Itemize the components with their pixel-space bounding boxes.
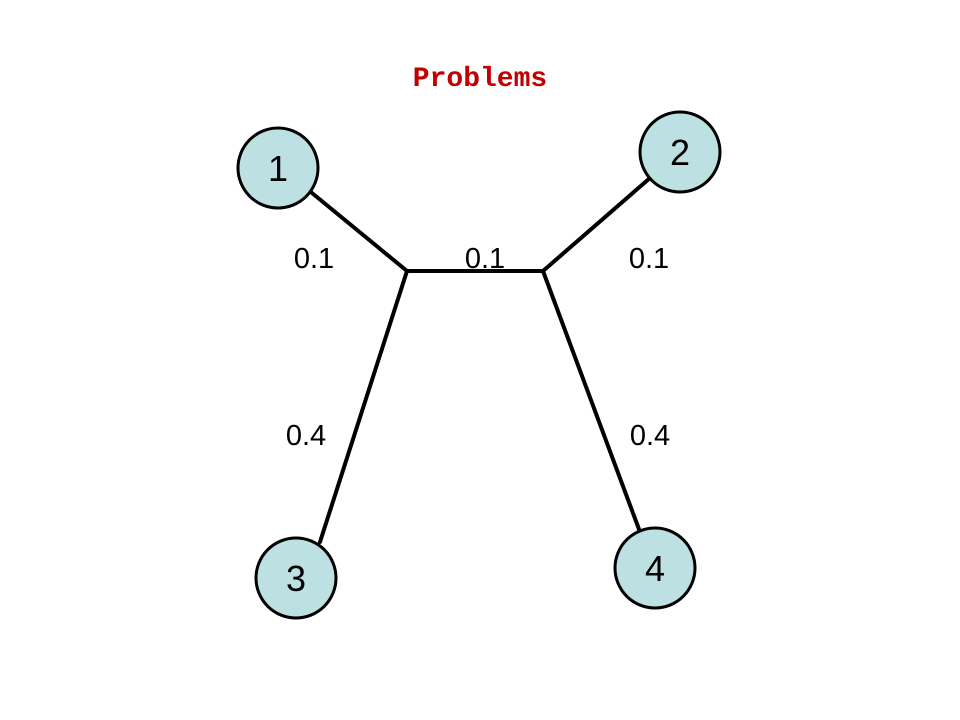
edge-label-b-4: 0.4 xyxy=(630,420,670,452)
node-3: 3 xyxy=(254,536,338,620)
edge-b-4 xyxy=(541,269,642,534)
node-4: 4 xyxy=(613,526,697,610)
nodes: 1 2 3 4 xyxy=(236,110,722,620)
edge-2-b xyxy=(541,176,652,273)
edge-1-a xyxy=(310,191,409,273)
node-label: 2 xyxy=(670,132,690,173)
page-title: Problems xyxy=(413,64,547,95)
node-label: 4 xyxy=(645,548,665,589)
edge-label-a-3: 0.4 xyxy=(286,420,326,452)
node-circle xyxy=(236,126,320,210)
edges xyxy=(310,176,652,544)
node-circle xyxy=(638,110,722,194)
edge-label-a-b: 0.1 xyxy=(465,243,505,275)
node-circle xyxy=(613,526,697,610)
edge-label-1-a: 0.1 xyxy=(294,243,334,275)
node-label: 1 xyxy=(268,148,288,189)
edge-labels: 0.1 0.1 0.1 0.4 0.4 xyxy=(286,243,670,452)
edge-a-3 xyxy=(318,269,409,544)
edge-label-2-b: 0.1 xyxy=(629,243,669,275)
node-1: 1 xyxy=(236,126,320,210)
node-circle xyxy=(254,536,338,620)
node-2: 2 xyxy=(638,110,722,194)
node-label: 3 xyxy=(286,558,306,599)
